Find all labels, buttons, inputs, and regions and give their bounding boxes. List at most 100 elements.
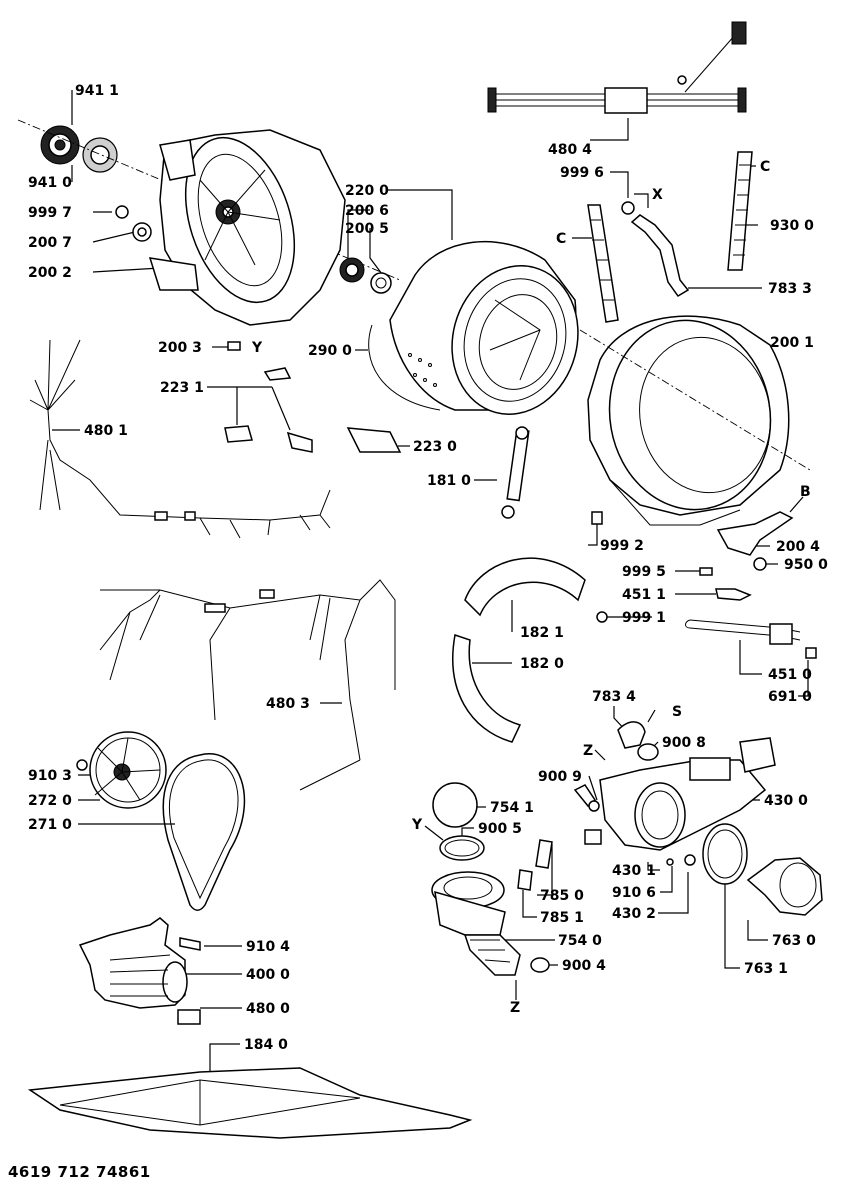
- clip-999-2: [591, 511, 603, 525]
- label-785-1: 785 1: [540, 910, 584, 926]
- hose-785: [517, 839, 553, 891]
- label-999-2: 999 2: [600, 538, 644, 554]
- label-763-1: 763 1: [744, 961, 788, 977]
- shock-absorber-181-0: [501, 426, 530, 519]
- label-430-1: 430 1: [612, 863, 656, 879]
- label-z-1: Z: [583, 743, 593, 759]
- label-910-4: 910 4: [246, 939, 290, 955]
- ball-754-1: [432, 782, 478, 828]
- front-tub-200-1: [587, 315, 790, 526]
- label-y-2: Y: [411, 817, 423, 833]
- label-941-0: 941 0: [28, 175, 72, 191]
- harness-480-3: [99, 579, 396, 791]
- label-s-1: S: [672, 704, 682, 720]
- label-480-0: 480 0: [246, 1001, 290, 1017]
- drum-lifters-223: [224, 367, 402, 453]
- leader-lines: [52, 90, 809, 1080]
- wiring-harness-480-1: [29, 339, 331, 539]
- hose-930-0: [727, 151, 753, 271]
- label-y-1: Y: [251, 340, 263, 356]
- label-182-0: 182 0: [520, 656, 564, 672]
- label-200-2: 200 2: [28, 265, 72, 281]
- label-783-4: 783 4: [592, 689, 636, 705]
- drum-220-0: [389, 240, 579, 415]
- label-900-8: 900 8: [662, 735, 706, 751]
- label-754-0: 754 0: [558, 933, 602, 949]
- label-910-3: 910 3: [28, 768, 72, 784]
- pulley-272-0: [76, 731, 167, 809]
- label-430-2: 430 2: [612, 906, 656, 922]
- filter-parts-430: [584, 829, 696, 866]
- hose-900-9: [573, 784, 600, 812]
- bearing-941: [40, 125, 118, 173]
- label-910-6: 910 6: [612, 885, 656, 901]
- hose-c-left: [587, 204, 619, 323]
- label-z-2: Z: [510, 1000, 520, 1016]
- label-763-0: 763 0: [772, 933, 816, 949]
- belt-271-0: [162, 753, 246, 911]
- label-184-0: 184 0: [244, 1037, 288, 1053]
- seal-900-5: [439, 835, 485, 861]
- motor-400-0: [78, 917, 201, 1025]
- label-930-0: 930 0: [770, 218, 814, 234]
- sump-754-0: [431, 871, 521, 976]
- clamp-900-4: [530, 957, 550, 973]
- hose-783-4: [617, 721, 646, 749]
- hardware-small: [596, 567, 752, 623]
- drum-cover-290-0: [368, 324, 441, 411]
- label-200-3: 200 3: [158, 340, 202, 356]
- clamp-900-8: [637, 743, 659, 761]
- label-900-9: 900 9: [538, 769, 582, 785]
- label-272-0: 272 0: [28, 793, 72, 809]
- label-999-6: 999 6: [560, 165, 604, 181]
- label-200-7: 200 7: [28, 235, 72, 251]
- label-x-1: X: [652, 187, 663, 203]
- label-451-0: 451 0: [768, 667, 812, 683]
- label-783-3: 783 3: [768, 281, 812, 297]
- callout-labels: 941 1 941 0 999 7 200 7 200 2 200 3 Y 22…: [28, 83, 828, 1053]
- label-785-0: 785 0: [540, 888, 584, 904]
- bracket-200-4: [716, 511, 794, 571]
- label-220-0: 220 0: [345, 183, 389, 199]
- document-number: 4619 712 74861: [8, 1163, 151, 1181]
- label-c-1: C: [760, 159, 770, 175]
- seals-200-6-200-5: [339, 257, 392, 294]
- label-999-5: 999 5: [622, 564, 666, 580]
- label-999-1: 999 1: [622, 610, 666, 626]
- label-400-0: 400 0: [246, 967, 290, 983]
- label-480-1: 480 1: [84, 423, 128, 439]
- label-950-0: 950 0: [784, 557, 828, 573]
- counterweight-182-0: [452, 634, 522, 743]
- label-c-2: C: [556, 231, 566, 247]
- label-200-4: 200 4: [776, 539, 820, 555]
- label-480-3: 480 3: [266, 696, 310, 712]
- seal-999-7: [115, 205, 152, 242]
- pump-430-0: [599, 737, 776, 851]
- label-480-4: 480 4: [548, 142, 592, 158]
- gasket-763-1: [702, 823, 748, 885]
- label-691-0: 691 0: [768, 689, 812, 705]
- label-999-7: 999 7: [28, 205, 72, 221]
- label-200-5: 200 5: [345, 221, 389, 237]
- rear-tub-200-2: [148, 129, 346, 326]
- label-290-0: 290 0: [308, 343, 352, 359]
- label-200-1: 200 1: [770, 335, 814, 351]
- label-200-6: 200 6: [345, 203, 389, 219]
- counterweight-182-1: [464, 557, 586, 617]
- filter-763-0: [746, 857, 823, 916]
- label-430-0: 430 0: [764, 793, 808, 809]
- clip-200-3: [227, 341, 241, 351]
- label-181-0: 181 0: [427, 473, 471, 489]
- label-900-4: 900 4: [562, 958, 606, 974]
- label-223-1: 223 1: [160, 380, 204, 396]
- label-900-5: 900 5: [478, 821, 522, 837]
- label-451-1: 451 1: [622, 587, 666, 603]
- label-271-0: 271 0: [28, 817, 72, 833]
- label-754-1: 754 1: [490, 800, 534, 816]
- label-941-1: 941 1: [75, 83, 119, 99]
- hose-x-999-6: [621, 201, 690, 297]
- label-223-0: 223 0: [413, 439, 457, 455]
- harness-480-4: [487, 21, 747, 114]
- base-184-0: [27, 1067, 473, 1139]
